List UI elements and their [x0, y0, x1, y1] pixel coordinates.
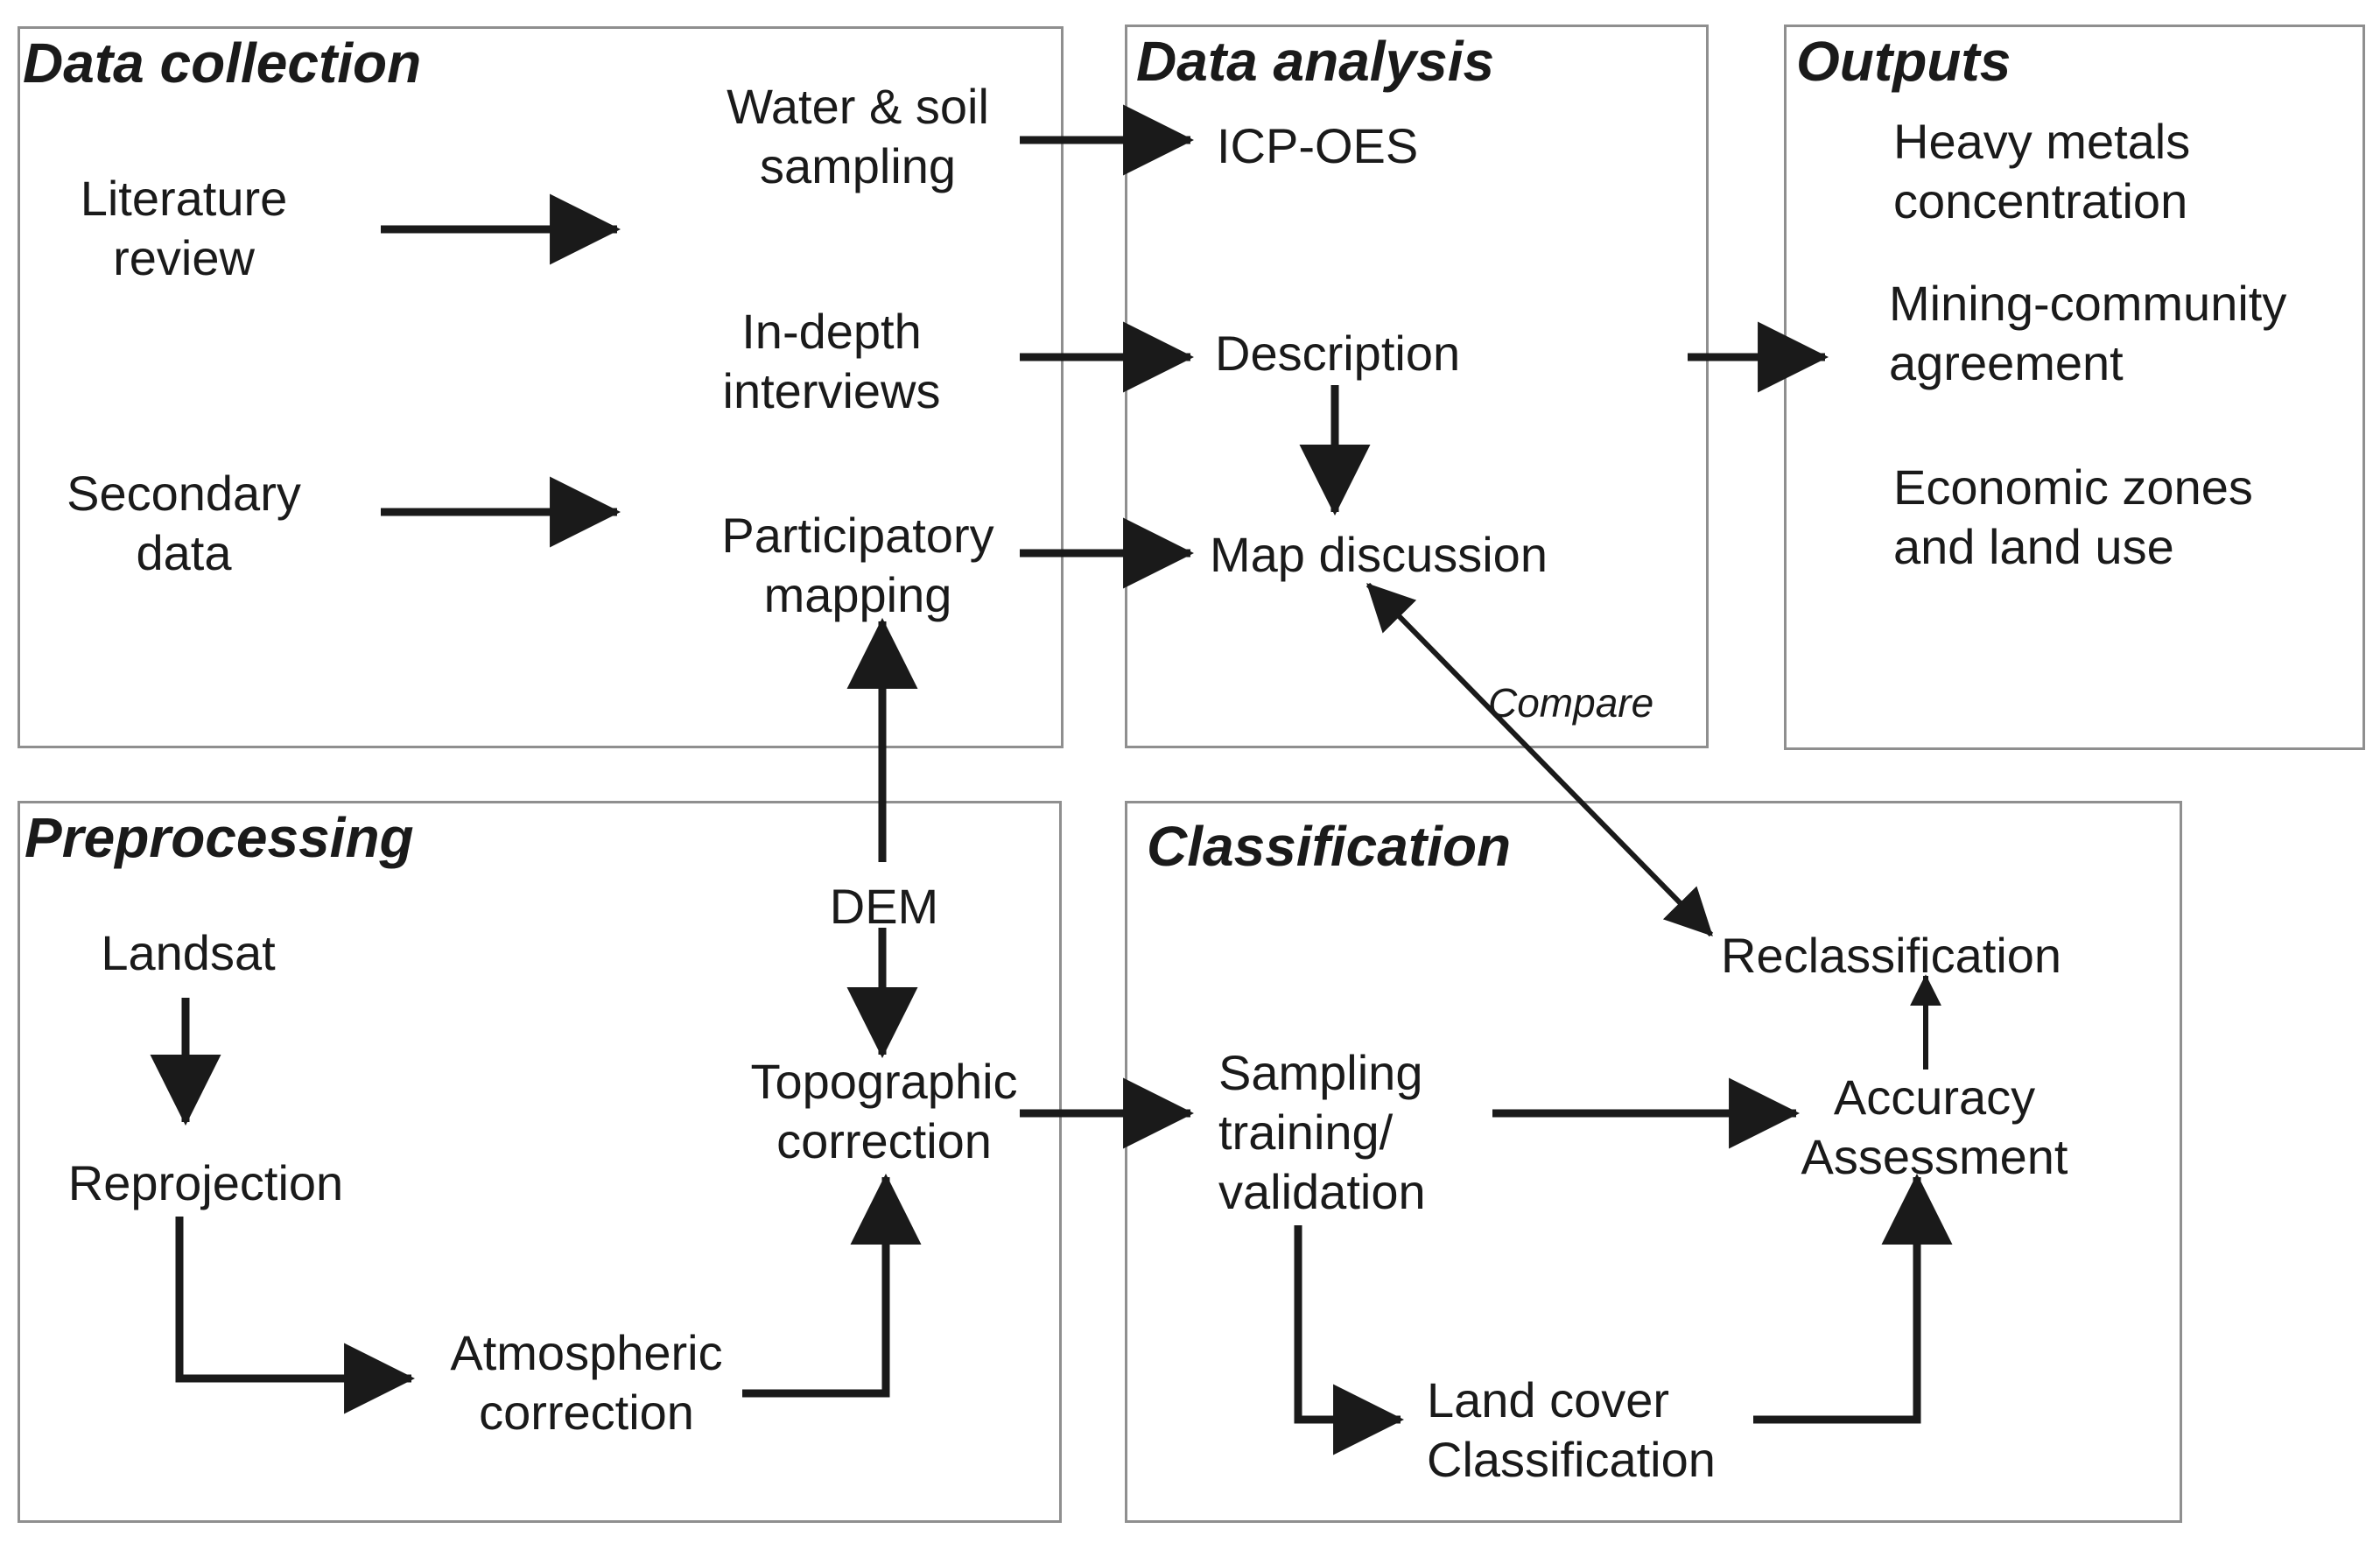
node-heavy-metals-concentration: Heavy metals concentration [1893, 114, 2191, 228]
node-topographic-correction: Topographic correction [750, 1054, 1018, 1168]
node-economic-zones-land-use: Economic zones and land use [1893, 459, 2253, 574]
node-dem: DEM [829, 879, 939, 934]
node-literature-review: Literature review [80, 171, 288, 285]
arrow-sampling-to-land-cover [1294, 1225, 1405, 1455]
node-map-discussion: Map discussion [1210, 527, 1548, 582]
node-land-cover-classification: Land cover Classification [1427, 1372, 1716, 1487]
panel-data-collection [18, 26, 1064, 748]
node-icp-oes: ICP-OES [1217, 118, 1419, 173]
node-atmospheric-correction: Atmospheric correction [450, 1325, 723, 1440]
node-water-soil-sampling: Water & soil sampling [727, 79, 989, 193]
panel-title-outputs: Outputs [1796, 30, 2011, 93]
panel-title-data-collection: Data collection [23, 32, 422, 95]
node-reclassification: Reclassification [1721, 928, 2062, 983]
arrow-compare [1366, 582, 1714, 937]
panel-preprocessing [18, 801, 1062, 1523]
panel-title-data-analysis: Data analysis [1136, 30, 1495, 93]
node-reprojection: Reprojection [67, 1155, 344, 1210]
node-description: Description [1215, 326, 1461, 381]
arrow-reprojection-to-atmospheric [175, 1217, 416, 1414]
node-in-depth-interviews: In-depth interviews [722, 304, 941, 418]
node-secondary-data: Secondary data [67, 466, 301, 580]
node-sampling-training-validation: Sampling training/ validation [1218, 1045, 1426, 1219]
arrow-land-cover-to-accuracy [1753, 1173, 1953, 1424]
arrow-atmospheric-to-topographic [742, 1173, 922, 1398]
panel-title-preprocessing: Preprocessing [25, 806, 414, 869]
node-participatory-mapping: Participatory mapping [721, 508, 994, 622]
node-landsat: Landsat [101, 925, 276, 980]
node-mining-community-agreement: Mining-community agreement [1889, 276, 2287, 390]
